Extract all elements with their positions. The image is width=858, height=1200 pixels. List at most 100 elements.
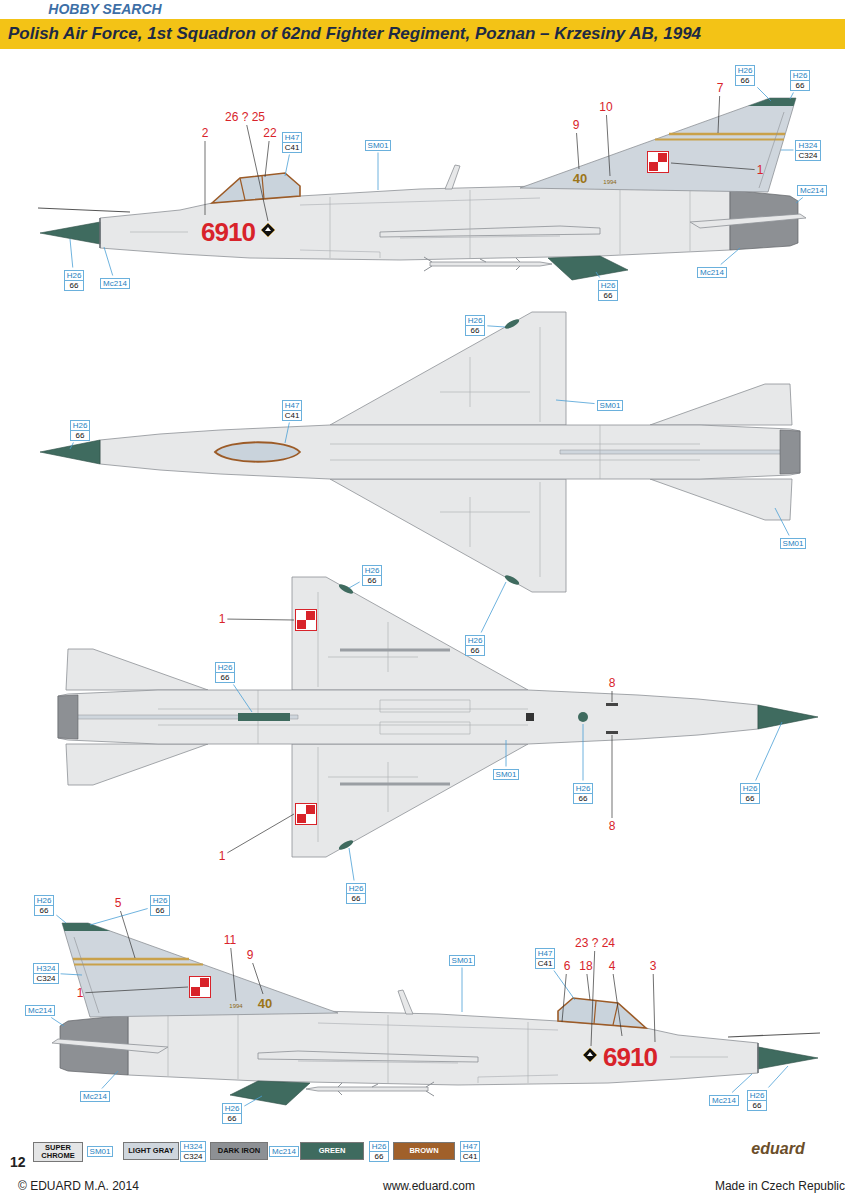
- leader-line: [606, 115, 610, 176]
- legend-swatch: DARK IRON: [210, 1142, 268, 1160]
- title-text: Polish Air Force, 1st Squadron of 62nd F…: [0, 24, 701, 44]
- footer-text: © EDUARD M.A. 2014: [18, 1180, 139, 1192]
- tail-number: 40: [573, 172, 587, 185]
- bottom-view-details: [340, 650, 450, 784]
- paint-code: SM01: [598, 401, 623, 410]
- paint-code-box: Mc214: [269, 1146, 299, 1157]
- callout-number: 1: [77, 987, 84, 999]
- leader-line: [462, 968, 463, 1013]
- paint-code: H26: [599, 281, 618, 290]
- leader-line: [349, 582, 360, 588]
- year-marking: 1994: [229, 1003, 242, 1009]
- callout-number: 11: [224, 934, 236, 946]
- squadron-badge: [583, 1048, 597, 1062]
- title-band: Polish Air Force, 1st Squadron of 62nd F…: [0, 19, 845, 49]
- leader-line: [265, 141, 269, 177]
- paint-code: 66: [736, 75, 755, 85]
- paint-code: 66: [466, 325, 485, 335]
- top-view-canopy: [215, 442, 300, 462]
- paint-code: 66: [347, 893, 366, 903]
- paint-code: SM01: [781, 539, 806, 548]
- leader-line: [756, 722, 782, 781]
- leader-line: [70, 239, 73, 268]
- paint-code-box: H47C41: [282, 400, 303, 421]
- paint-code: H26: [223, 1104, 242, 1113]
- squadron-badge: [261, 223, 275, 237]
- leader-line: [56, 915, 66, 923]
- leader-line: [721, 248, 740, 265]
- paint-code: C41: [283, 410, 302, 420]
- paint-code: Mc214: [798, 186, 826, 195]
- national-marking: [189, 976, 211, 998]
- legend-swatch: BROWN: [393, 1142, 455, 1160]
- paint-code-box: H324C324: [180, 1141, 205, 1162]
- paint-code-box: H47C41: [282, 132, 303, 153]
- paint-code: 66: [363, 575, 382, 585]
- paint-code: H26: [71, 421, 90, 430]
- paint-code-box: H2666: [64, 270, 85, 291]
- page-number: 12: [10, 1155, 26, 1169]
- leader-line: [768, 1066, 788, 1088]
- paint-code-box: Mc214: [25, 1005, 55, 1016]
- paint-code: 66: [599, 290, 618, 300]
- leader-line: [285, 423, 289, 444]
- leader-line: [796, 198, 803, 204]
- leader-line: [556, 400, 595, 404]
- paint-code-box: H324C324: [33, 963, 58, 984]
- leader-line: [757, 87, 771, 101]
- paint-code-box: H2666: [362, 565, 383, 586]
- leader-line: [577, 133, 579, 169]
- footer-text: Made in Czech Republic: [715, 1180, 845, 1192]
- leader-line: [612, 691, 613, 702]
- paint-code: C324: [34, 973, 57, 983]
- paint-code: H26: [791, 71, 810, 80]
- paint-code-box: H2666: [34, 895, 55, 916]
- paint-code-box: Mc214: [797, 185, 827, 196]
- bottom-view-details: [526, 713, 534, 721]
- leader-line: [253, 963, 263, 994]
- paint-code: C324: [181, 1151, 204, 1161]
- leader-line: [51, 1018, 64, 1027]
- right-side-view: [52, 923, 820, 1105]
- paint-code: H26: [363, 566, 382, 575]
- leader-line: [583, 724, 584, 781]
- legend-text: GREEN: [317, 1146, 348, 1156]
- paint-code-box: H47C41: [535, 948, 556, 969]
- leader-line: [70, 443, 73, 450]
- paint-code-box: SM01: [597, 400, 624, 411]
- bottom-view-details: [606, 703, 618, 706]
- paint-code: SM01: [366, 141, 391, 150]
- leader-line: [102, 1071, 118, 1089]
- paint-code-box: SM01: [493, 769, 520, 780]
- leader-line: [104, 247, 113, 276]
- bottom-view-details: [238, 650, 618, 784]
- paint-code: H324: [181, 1142, 204, 1151]
- paint-code: SM01: [88, 1147, 113, 1156]
- paint-code: H26: [216, 663, 235, 672]
- leader-line: [61, 974, 82, 975]
- paint-code: H26: [466, 636, 485, 645]
- paint-code: H47: [461, 1142, 480, 1151]
- paint-code: Mc214: [270, 1147, 298, 1156]
- paint-code: 66: [223, 1113, 242, 1123]
- paint-code-box: Mc214: [697, 267, 727, 278]
- paint-code: C41: [461, 1151, 480, 1161]
- paint-code-box: H2666: [346, 883, 367, 904]
- paint-code: 66: [216, 672, 235, 682]
- paint-code-box: H2666: [70, 420, 91, 441]
- leader-line: [85, 987, 188, 993]
- paint-code: Mc214: [698, 268, 726, 277]
- paint-code: H26: [741, 784, 760, 793]
- paint-code-box: H2666: [369, 1141, 390, 1162]
- paint-code: H26: [466, 316, 485, 325]
- paint-code: H26: [35, 896, 54, 905]
- paint-code-box: H2666: [215, 662, 236, 683]
- paint-code: H47: [283, 401, 302, 410]
- legend-text: DARK IRON: [216, 1146, 263, 1156]
- paint-code: 66: [370, 1151, 389, 1161]
- watermark: HOBBY SEARCH: [48, 2, 161, 16]
- callout-number: 5: [115, 897, 122, 909]
- paint-code-box: H2666: [465, 635, 486, 656]
- paint-code-box: SM01: [365, 140, 392, 151]
- left-side-view: [38, 98, 806, 280]
